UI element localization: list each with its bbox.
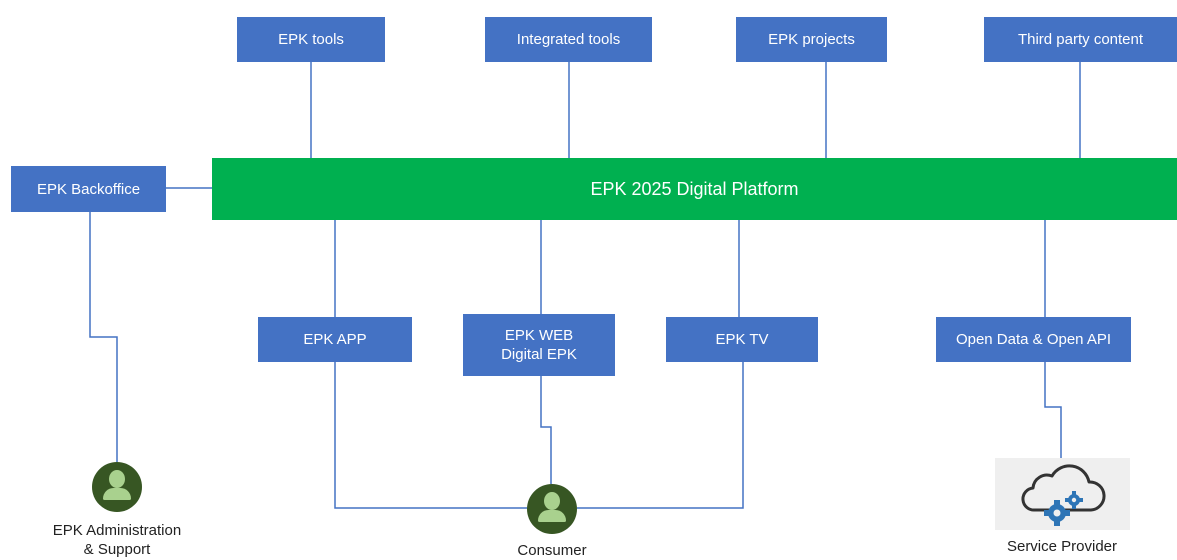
epk-web-box: EPK WEB Digital EPK <box>463 314 615 376</box>
epk-tv-box: EPK TV <box>666 317 818 362</box>
digital-platform-bar: EPK 2025 Digital Platform <box>212 158 1177 220</box>
epk-backoffice-box: EPK Backoffice <box>11 166 166 212</box>
connector-provider <box>1044 362 1062 458</box>
connector-app-consumer <box>334 362 527 509</box>
epk-tv-label: EPK TV <box>715 331 769 348</box>
open-data-api-box: Open Data & Open API <box>936 317 1131 362</box>
epk-tools-label: EPK tools <box>278 31 344 48</box>
integrated-tools-box: Integrated tools <box>485 17 652 62</box>
consumer-caption: Consumer <box>517 542 587 559</box>
epk-app-box: EPK APP <box>258 317 412 362</box>
admin-user-icon <box>92 462 142 512</box>
third-party-content-label: Third party content <box>1017 31 1144 48</box>
service-provider-tile <box>995 458 1130 530</box>
third-party-content-box: Third party content <box>984 17 1177 62</box>
epk-backoffice-label: EPK Backoffice <box>36 180 141 198</box>
epk-projects-label: EPK projects <box>768 31 855 48</box>
connector-web-consumer <box>540 376 552 484</box>
cloud-gear-icon <box>1021 464 1106 526</box>
epk-web-label: EPK WEB Digital EPK <box>501 327 577 363</box>
admin-caption: EPK Administration & Support <box>52 522 182 558</box>
platform-label: EPK 2025 Digital Platform <box>590 178 799 199</box>
connector-admin <box>89 212 118 462</box>
provider-caption: Service Provider <box>1006 538 1118 555</box>
open-data-api-label: Open Data & Open API <box>955 331 1112 348</box>
connector-tv-consumer <box>577 362 744 509</box>
epk-tools-box: EPK tools <box>237 17 385 62</box>
consumer-user-icon <box>527 484 577 534</box>
epk-app-label: EPK APP <box>303 331 367 348</box>
epk-projects-box: EPK projects <box>736 17 887 62</box>
integrated-tools-label: Integrated tools <box>516 31 621 48</box>
